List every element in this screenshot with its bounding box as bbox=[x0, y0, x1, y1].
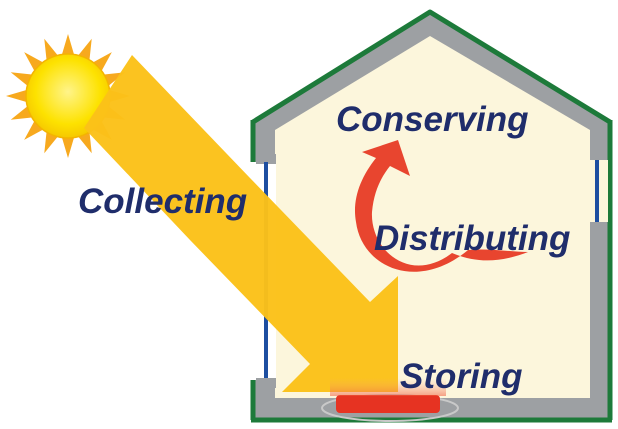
sun-ray bbox=[61, 135, 75, 158]
label-collecting: Collecting bbox=[78, 182, 247, 221]
thermal-mass-glow-fade bbox=[330, 378, 446, 396]
roof-outline bbox=[251, 9, 612, 125]
label-distributing: Distributing bbox=[374, 219, 570, 258]
sun-icon bbox=[6, 34, 130, 158]
south-window-frame-bottom bbox=[256, 378, 276, 388]
sun-ray bbox=[61, 34, 75, 57]
label-storing: Storing bbox=[400, 357, 522, 396]
label-conserving: Conserving bbox=[336, 100, 529, 139]
circular-arrow-icon bbox=[354, 140, 528, 272]
south-window-frame-top bbox=[256, 154, 276, 164]
thermal-mass-glow bbox=[336, 395, 440, 413]
sunlight-arrow-icon bbox=[84, 55, 398, 392]
sun-ray bbox=[6, 89, 29, 103]
thermal-mass bbox=[321, 378, 459, 422]
